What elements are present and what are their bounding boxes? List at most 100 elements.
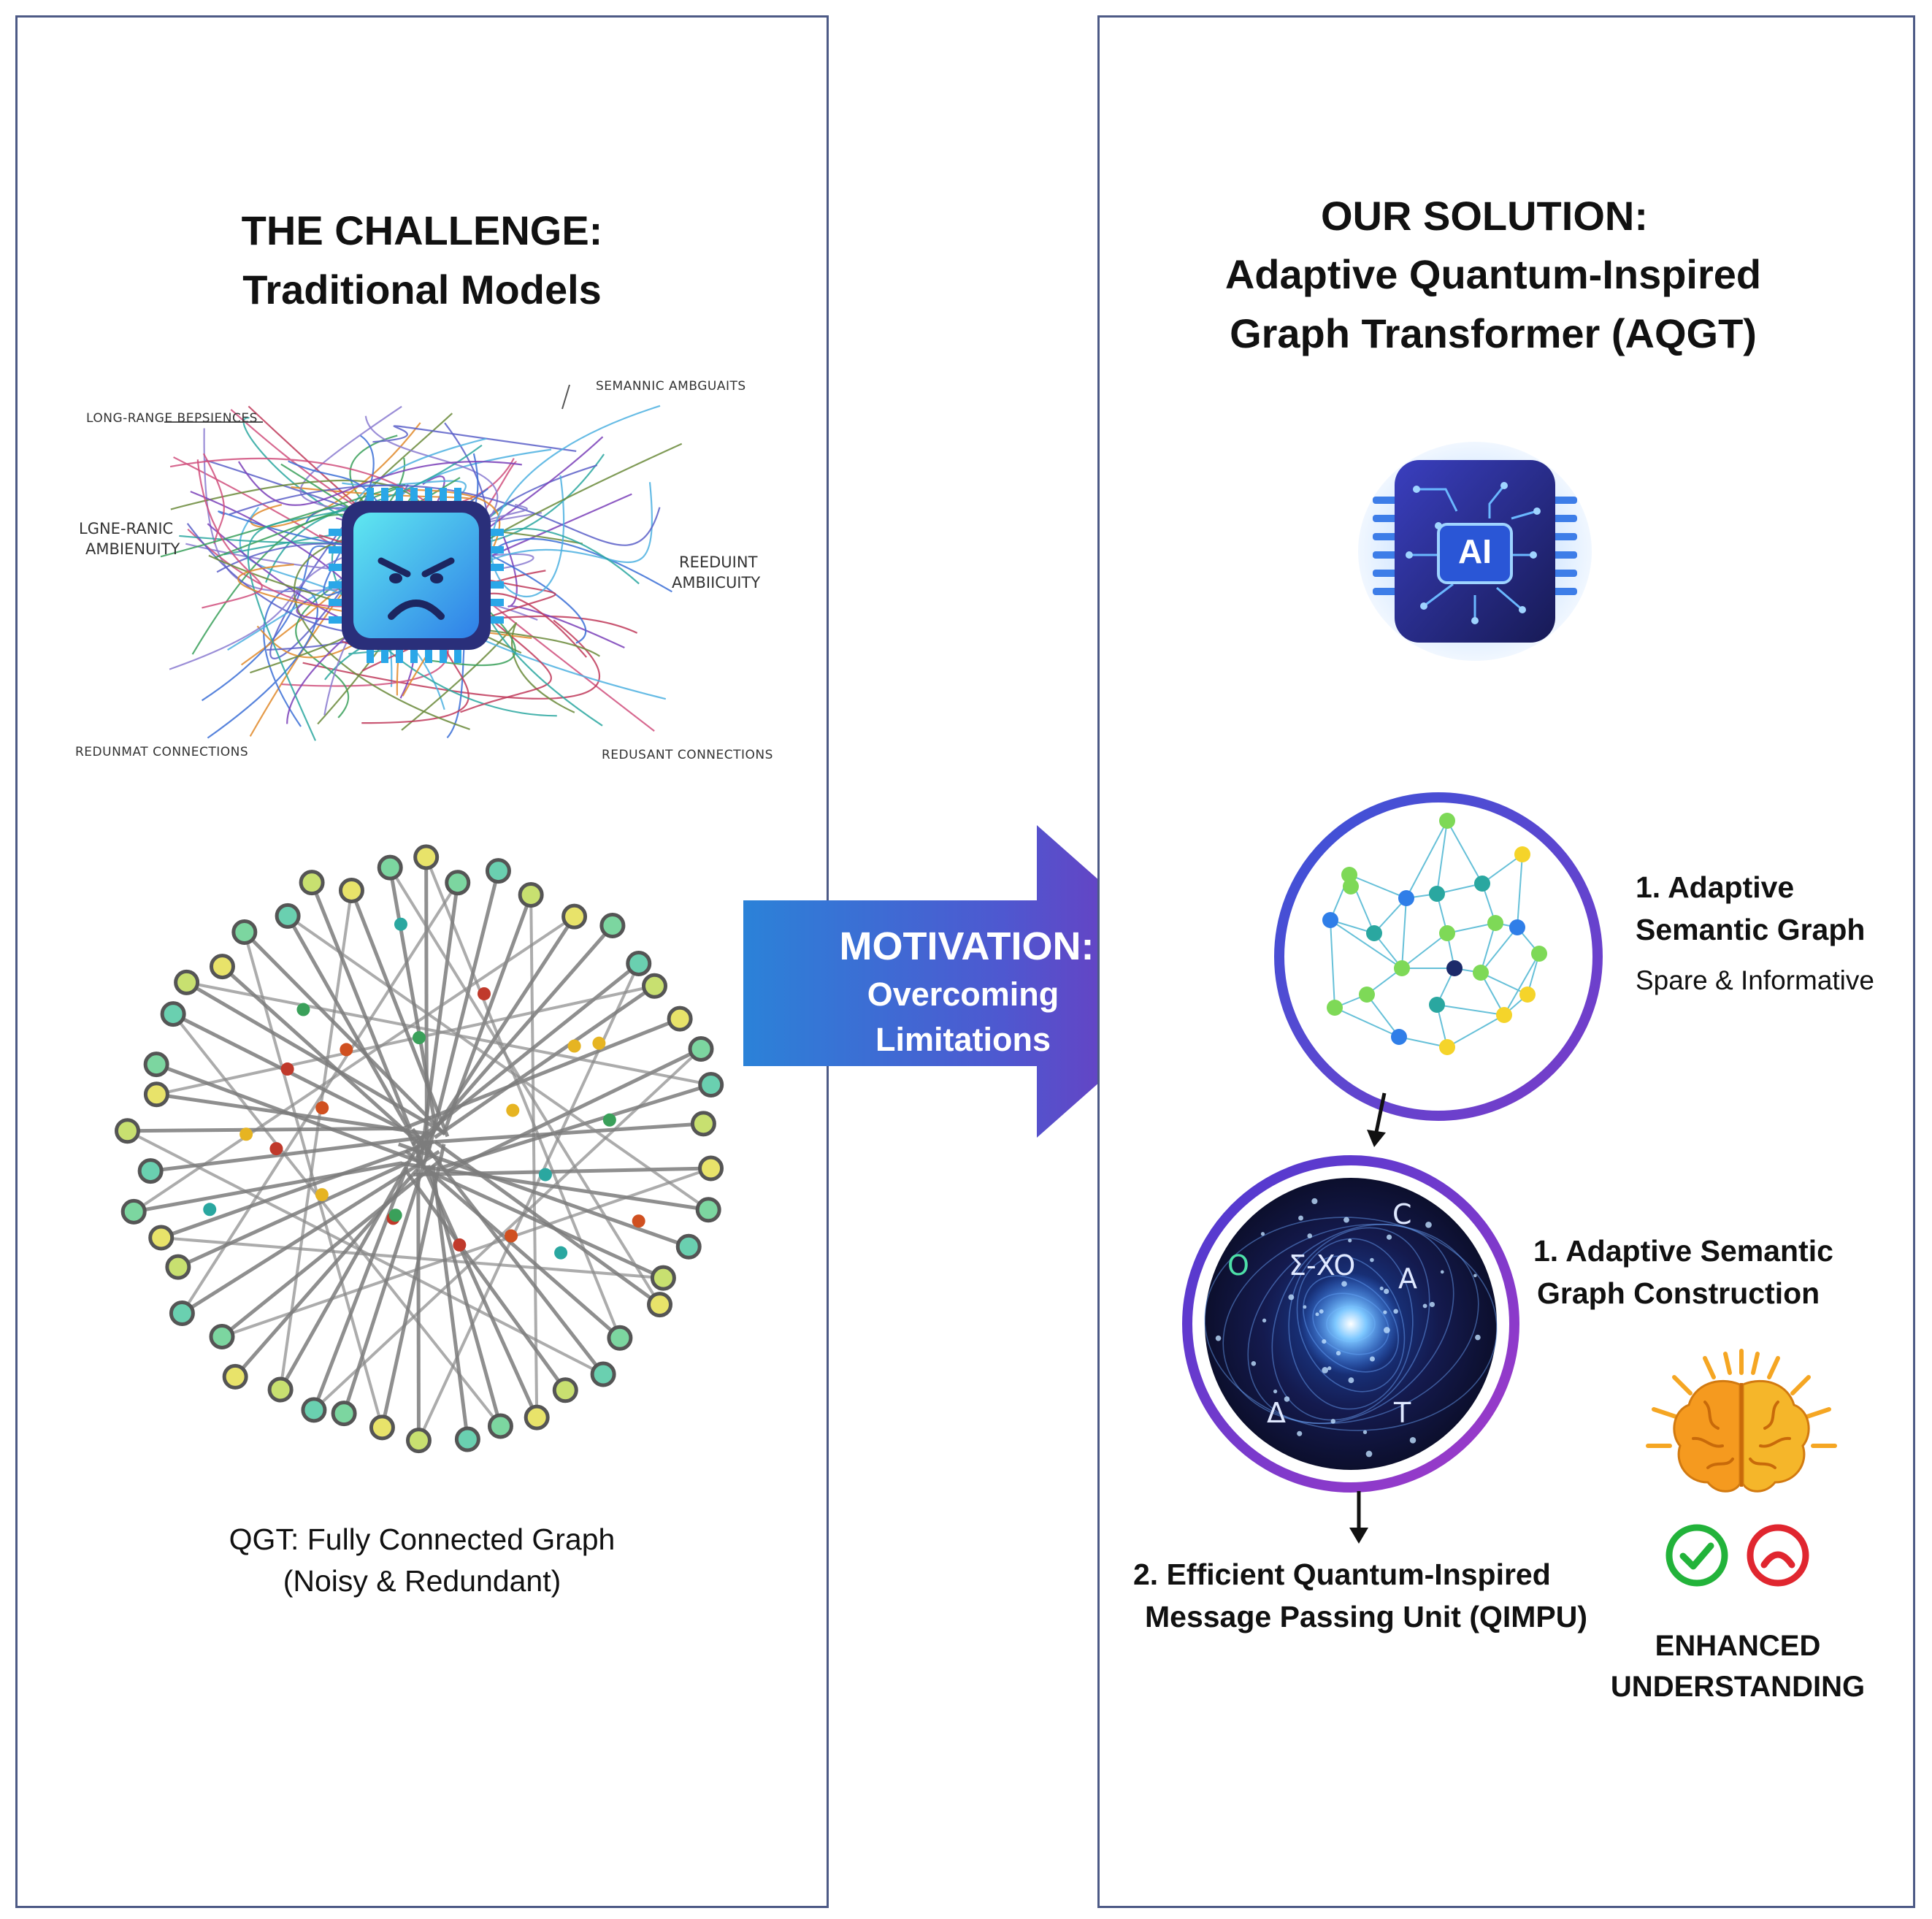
- sparse-edge: [1480, 972, 1505, 1016]
- inner-node: [592, 1036, 606, 1050]
- outer-node: [667, 1006, 693, 1032]
- sparse-edge: [1349, 874, 1407, 899]
- tangle-wire: [490, 405, 661, 597]
- quantum-particle: [1365, 1450, 1373, 1458]
- sparse-node: [1322, 912, 1338, 928]
- quantum-particle: [1307, 1233, 1313, 1238]
- motivation-line3: Limitations: [875, 1021, 1051, 1058]
- quantum-particle: [1343, 1217, 1349, 1223]
- outer-node: [137, 1158, 164, 1184]
- sparse-edge: [1330, 919, 1335, 1008]
- inner-node: [453, 1238, 467, 1252]
- quantum-glyph: O: [1227, 1249, 1249, 1282]
- graph-edge: [156, 1062, 426, 1165]
- sparse-edge: [1401, 897, 1407, 969]
- outer-node: [174, 969, 200, 995]
- sparse-edge: [1446, 820, 1483, 884]
- step1-title-line2: Semantic Graph: [1636, 913, 1866, 946]
- outer-node: [561, 903, 588, 930]
- outer-node: [222, 1363, 248, 1390]
- outer-node: [405, 1428, 432, 1454]
- inner-node: [554, 1246, 568, 1260]
- outer-node: [331, 1401, 357, 1427]
- outer-node: [695, 1197, 721, 1223]
- graph-edge: [127, 1126, 404, 1133]
- outer-node: [413, 844, 440, 870]
- quantum-particle: [1335, 1351, 1341, 1356]
- step2-title-line1: 2. Efficient Quantum-Inspired: [1133, 1558, 1551, 1591]
- graph-edge: [310, 881, 413, 1130]
- graph-edge: [342, 1141, 433, 1414]
- brain-icon: [1646, 1349, 1837, 1493]
- outer-node: [518, 882, 544, 908]
- graph-edge: [434, 1140, 661, 1306]
- sparse-edge: [1398, 1036, 1448, 1048]
- tangle-wire: [237, 461, 522, 506]
- sparse-node: [1394, 960, 1410, 976]
- inner-node: [315, 1188, 329, 1202]
- quantum-particle: [1425, 1221, 1432, 1228]
- graph-edge: [440, 1083, 712, 1170]
- quantum-particle: [1429, 1301, 1435, 1308]
- graph-edge: [380, 1144, 446, 1428]
- sparse-edge: [1436, 820, 1448, 895]
- sparse-edge: [1366, 994, 1400, 1038]
- outer-node: [209, 954, 235, 980]
- step1b-title-line2: Graph Construction: [1537, 1276, 1820, 1310]
- outer-node: [487, 1413, 513, 1439]
- graph-edge: [431, 1165, 469, 1440]
- graph-edge: [150, 1135, 423, 1173]
- label-redundant-connections-right: REDUSANT CONNECTIONS: [602, 748, 773, 762]
- sparse-edge: [1480, 922, 1496, 973]
- outer-node: [454, 1426, 480, 1452]
- sparse-node: [1474, 876, 1490, 892]
- motivation-line2: Overcoming: [867, 976, 1059, 1013]
- tangle-wire: [372, 425, 577, 452]
- graph-edge: [161, 1236, 664, 1280]
- step1b-title-line1: 1. Adaptive Semantic: [1533, 1234, 1833, 1268]
- graph-edge: [221, 965, 434, 1157]
- graph-edge: [426, 1165, 502, 1427]
- sparse-node: [1429, 997, 1445, 1013]
- quantum-particle: [1369, 1356, 1375, 1362]
- outer-node: [445, 870, 471, 896]
- tangle-wire: [250, 422, 421, 528]
- inner-node: [388, 1209, 402, 1222]
- graph-edge: [186, 981, 712, 1087]
- outer-node: [148, 1225, 175, 1251]
- quantum-particle: [1330, 1419, 1335, 1424]
- inner-node: [602, 1113, 616, 1127]
- graph-edge: [286, 914, 710, 1211]
- graph-edge: [419, 1122, 704, 1145]
- quantum-particle: [1384, 1288, 1389, 1295]
- inner-node: [477, 987, 491, 1000]
- sparse-node: [1343, 878, 1359, 895]
- outer-node: [160, 1001, 186, 1027]
- outer-node: [143, 1052, 169, 1078]
- outer-node: [650, 1265, 676, 1291]
- sparse-node: [1359, 987, 1375, 1003]
- tangle-wire: [196, 459, 263, 609]
- quantum-particle: [1383, 1310, 1387, 1314]
- quantum-particle: [1262, 1318, 1267, 1323]
- graph-edge: [424, 924, 614, 1141]
- graph-edge: [285, 915, 409, 1128]
- sparse-node: [1327, 1000, 1343, 1016]
- tangle-wire: [207, 586, 318, 739]
- label-semantic-ambiguities: SEMANNIC AMBGUAITS: [596, 379, 746, 394]
- graph-edge: [180, 881, 459, 1314]
- inner-node: [567, 1039, 581, 1053]
- sparse-edge: [1446, 922, 1496, 934]
- quantum-glyph: Σ-XO: [1289, 1249, 1355, 1282]
- down-arrow-2: [1349, 1491, 1368, 1544]
- tangle-wire: [502, 536, 625, 649]
- outer-node: [143, 1081, 169, 1108]
- sparse-node: [1446, 960, 1463, 976]
- label-long-range-ambiguity-1: LGNE-RANIC: [79, 520, 174, 537]
- adaptive-semantic-graph-circle: [1274, 792, 1603, 1121]
- ai-chip-icon: [1358, 442, 1592, 661]
- outer-node: [338, 877, 364, 903]
- quantum-orbit: [1288, 1238, 1414, 1410]
- ai-chip-label: AI: [1458, 532, 1492, 570]
- enhanced-understanding-line2: UNDERSTANDING: [1610, 1671, 1866, 1703]
